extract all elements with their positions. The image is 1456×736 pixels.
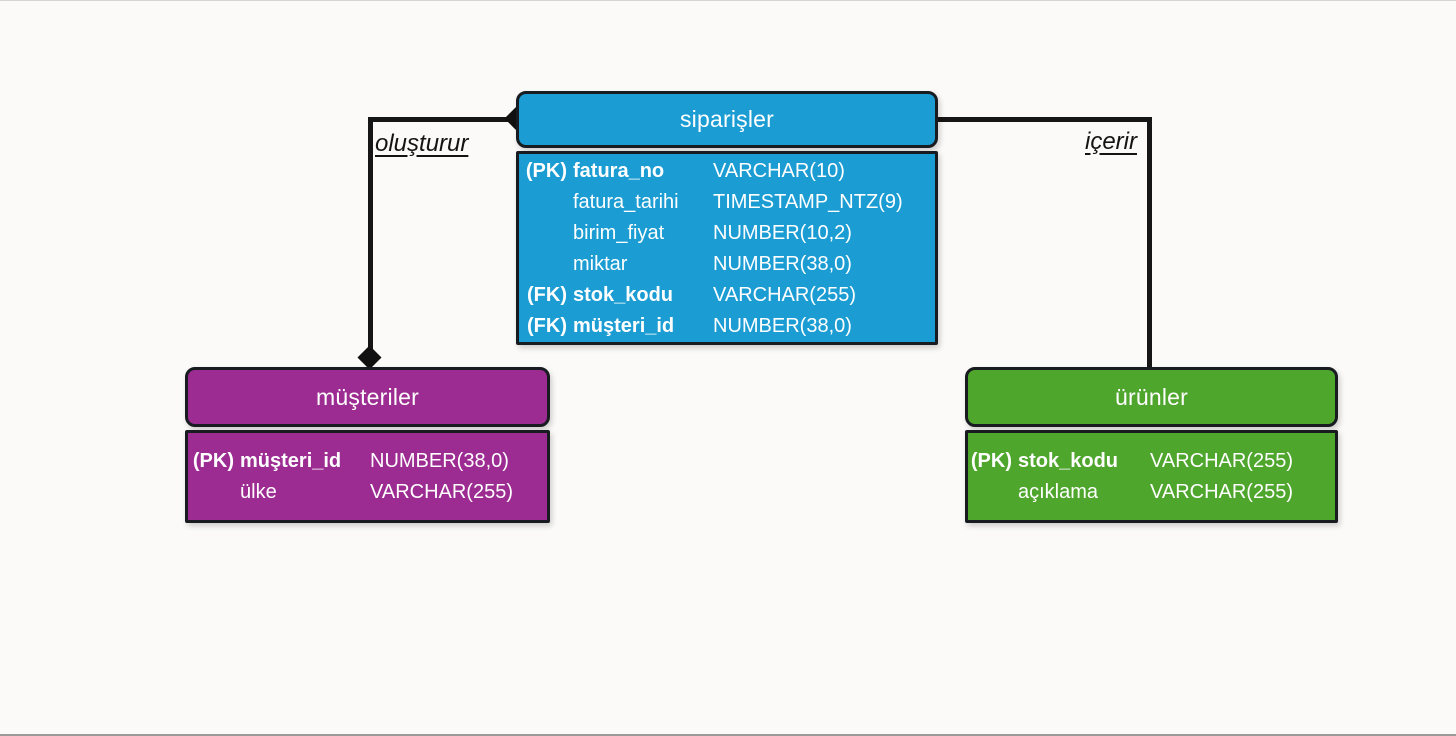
column-key-prefix: (PK) [192,450,234,472]
relationship-line-icerir-horizontal [936,117,1152,122]
column-name: stok_kodu [573,284,674,306]
diamond-connector-icon [357,345,382,370]
table-title: ürünler [1115,383,1188,410]
column-name: stok_kodu [1018,450,1119,472]
column-key-prefix: (PK) [970,450,1012,472]
column-type: VARCHAR(255) [1150,450,1293,472]
column-row: (PK) fatura_no VARCHAR(10) [519,156,935,187]
column-type: VARCHAR(10) [713,160,845,182]
column-row: ülke VARCHAR(255) [188,477,547,508]
column-name: miktar [573,253,628,275]
column-key-prefix: (FK) [527,315,567,337]
column-name: müşteri_id [240,450,342,472]
table-header: müşteriler [185,367,550,427]
column-name: birim_fiyat [573,222,665,244]
scan-edge-bottom [0,734,1456,736]
entity-table-urunler[interactable]: ürünler (PK) stok_kodu VARCHAR(255) açık… [965,367,1338,523]
column-name: müşteri_id [573,315,675,337]
column-row: (FK) stok_kodu VARCHAR(255) [519,280,935,311]
column-row: fatura_tarihi TIMESTAMP_NTZ(9) [519,187,935,218]
column-type: NUMBER(38,0) [370,450,509,472]
column-name: fatura_no [573,160,665,182]
column-type: VARCHAR(255) [1150,481,1293,503]
relationship-label-icerir: içerir [1085,128,1137,155]
table-body: (PK) fatura_no VARCHAR(10) fatura_tarihi… [516,151,938,345]
column-type: NUMBER(38,0) [713,253,852,275]
table-header: ürünler [965,367,1338,427]
column-row: (FK) müşteri_id NUMBER(38,0) [519,311,935,342]
entity-table-siparisler[interactable]: siparişler (PK) fatura_no VARCHAR(10) fa… [516,91,938,345]
column-key-prefix: (FK) [527,284,567,306]
column-name: fatura_tarihi [573,191,679,213]
table-title: siparişler [679,106,775,132]
relationship-label-olusturur: oluşturur [375,130,469,157]
column-type: VARCHAR(255) [370,481,513,503]
column-name: ülke [240,481,277,503]
column-row: (PK) stok_kodu VARCHAR(255) [968,446,1335,477]
column-type: NUMBER(10,2) [713,222,852,244]
column-row: miktar NUMBER(38,0) [519,249,935,280]
column-type: NUMBER(38,0) [713,315,852,337]
column-type: TIMESTAMP_NTZ(9) [713,191,903,213]
table-body: (PK) stok_kodu VARCHAR(255) açıklama VAR… [965,430,1338,523]
column-name: açıklama [1018,481,1099,503]
relationship-line-olusturur-vertical [368,117,373,357]
column-row: açıklama VARCHAR(255) [968,477,1335,508]
entity-table-musteriler[interactable]: müşteriler (PK) müşteri_id NUMBER(38,0) … [185,367,550,523]
table-body: (PK) müşteri_id NUMBER(38,0) ülke VARCHA… [185,430,550,523]
table-header: siparişler [516,91,938,148]
column-row: birim_fiyat NUMBER(10,2) [519,218,935,249]
relationship-line-icerir-vertical [1147,117,1152,367]
column-type: VARCHAR(255) [713,284,856,306]
column-key-prefix: (PK) [525,160,567,182]
relationship-line-olusturur-horizontal [368,117,518,122]
table-title: müşteriler [316,383,419,410]
scan-edge-top [0,0,1456,1]
column-row: (PK) müşteri_id NUMBER(38,0) [188,446,547,477]
